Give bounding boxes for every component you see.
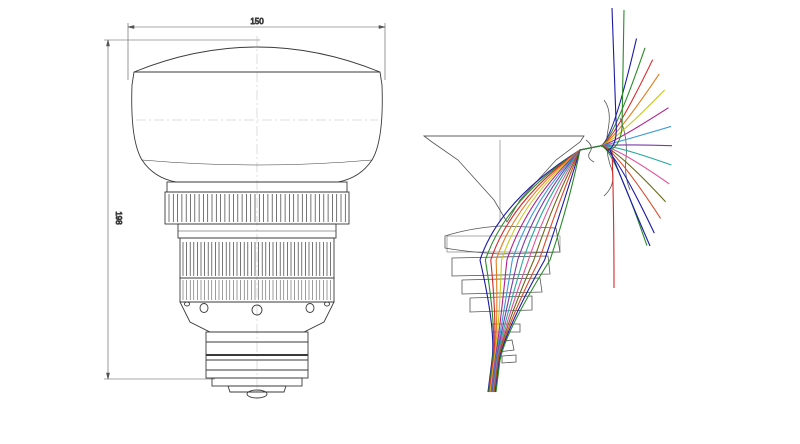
- light-rays: [479, 7, 673, 393]
- light-ray: [495, 145, 648, 393]
- light-ray: [492, 145, 672, 393]
- light-ray: [479, 38, 638, 393]
- light-ray: [489, 73, 660, 393]
- light-ray: [609, 9, 625, 151]
- lens-mechanical-drawing: 150 198: [104, 17, 386, 399]
- light-ray: [607, 7, 617, 151]
- light-ray: [491, 144, 673, 393]
- light-ray: [611, 149, 615, 289]
- light-ray: [493, 145, 667, 393]
- light-ray: [492, 145, 670, 393]
- light-ray: [494, 145, 655, 393]
- height-dimension: [104, 39, 260, 380]
- light-ray: [491, 125, 672, 393]
- width-dimension: [127, 23, 386, 80]
- light-ray: [609, 149, 651, 247]
- light-ray: [484, 47, 646, 393]
- height-dimension-label: 198: [114, 211, 123, 225]
- lens-elements: [422, 99, 631, 364]
- width-dimension-label: 150: [250, 17, 264, 26]
- light-ray: [488, 59, 654, 393]
- light-ray: [494, 145, 662, 393]
- light-ray: [489, 89, 665, 393]
- ray-trace-diagram: [422, 7, 673, 393]
